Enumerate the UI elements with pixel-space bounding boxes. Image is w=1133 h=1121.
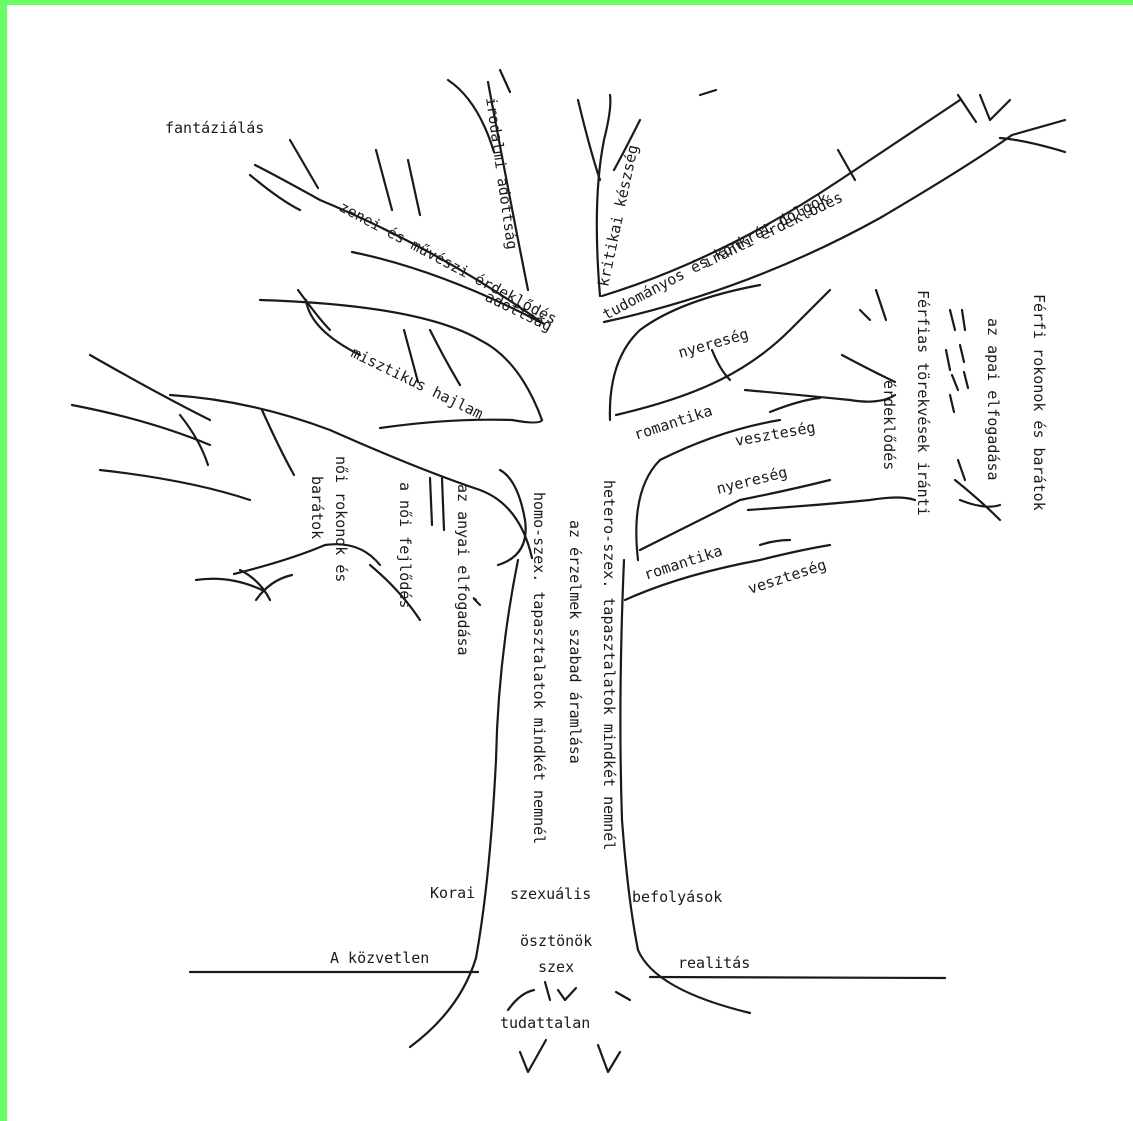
label-anyai: az anyai elfogadása xyxy=(454,484,472,656)
roots xyxy=(506,980,632,1074)
label-ferfias: Férfias törekvések iránti xyxy=(914,290,932,516)
label-baratok: barátok xyxy=(308,476,326,539)
label-homo: homo-szex. tapasztalatok mindkét nemnél xyxy=(530,492,548,844)
accent-strokes xyxy=(944,308,970,414)
label-osztonok: ösztönök xyxy=(520,932,592,950)
label-veszteseg2: veszteség xyxy=(746,556,829,598)
branch-kritikai xyxy=(576,88,718,298)
label-realitas: realitás xyxy=(678,954,750,972)
branch-tudomanyos xyxy=(600,93,1067,324)
trunk xyxy=(408,558,752,1049)
label-a-kozvetlen: A közvetlen xyxy=(330,949,429,967)
label-korai: Korai xyxy=(430,884,475,902)
label-szex: szex xyxy=(538,958,574,976)
label-veszteseg1: veszteség xyxy=(734,418,817,450)
label-erdeklodes: érdeklődés xyxy=(880,380,898,470)
ground-line xyxy=(188,970,947,980)
label-hetero: hetero-szex. tapasztalatok mindkét nemné… xyxy=(600,480,618,850)
label-fantazialas: fantáziálás xyxy=(165,119,264,137)
label-kritikai: kritikai készség xyxy=(594,143,642,288)
label-ferfi-rokonok: Férfi rokonok és barátok xyxy=(1030,294,1048,511)
branch-zenei xyxy=(248,138,546,326)
branch-noi-rokonok xyxy=(70,353,534,622)
label-befolyasok: befolyások xyxy=(632,888,722,906)
branch-irodalmi xyxy=(446,68,530,292)
label-iranti1: iránti érdeklődés xyxy=(700,188,846,271)
branch-anyai xyxy=(428,468,527,607)
branch-romantika-upper xyxy=(608,283,897,422)
branch-misztikus xyxy=(258,288,544,430)
label-erzelmek: az érzelmek szabad áramlása xyxy=(566,520,584,764)
label-szexualis: szexuális xyxy=(510,885,591,903)
label-apai: az apai elfogadása xyxy=(984,318,1002,481)
label-noi-rokonok: női rokonok és xyxy=(332,456,350,582)
label-noi-fejlodes: a női fejlődés xyxy=(396,482,414,608)
label-misztikus: misztikus hajlam xyxy=(348,343,486,423)
label-nyereseg1: nyereség xyxy=(676,325,750,362)
tree-diagram: fantáziálás irodalmi adottság kritikai k… xyxy=(70,68,1067,1074)
label-irodalmi: irodalmi adottság xyxy=(482,96,521,251)
branch-romantika-lower xyxy=(623,418,1002,602)
label-tudattalan: tudattalan xyxy=(500,1014,590,1032)
